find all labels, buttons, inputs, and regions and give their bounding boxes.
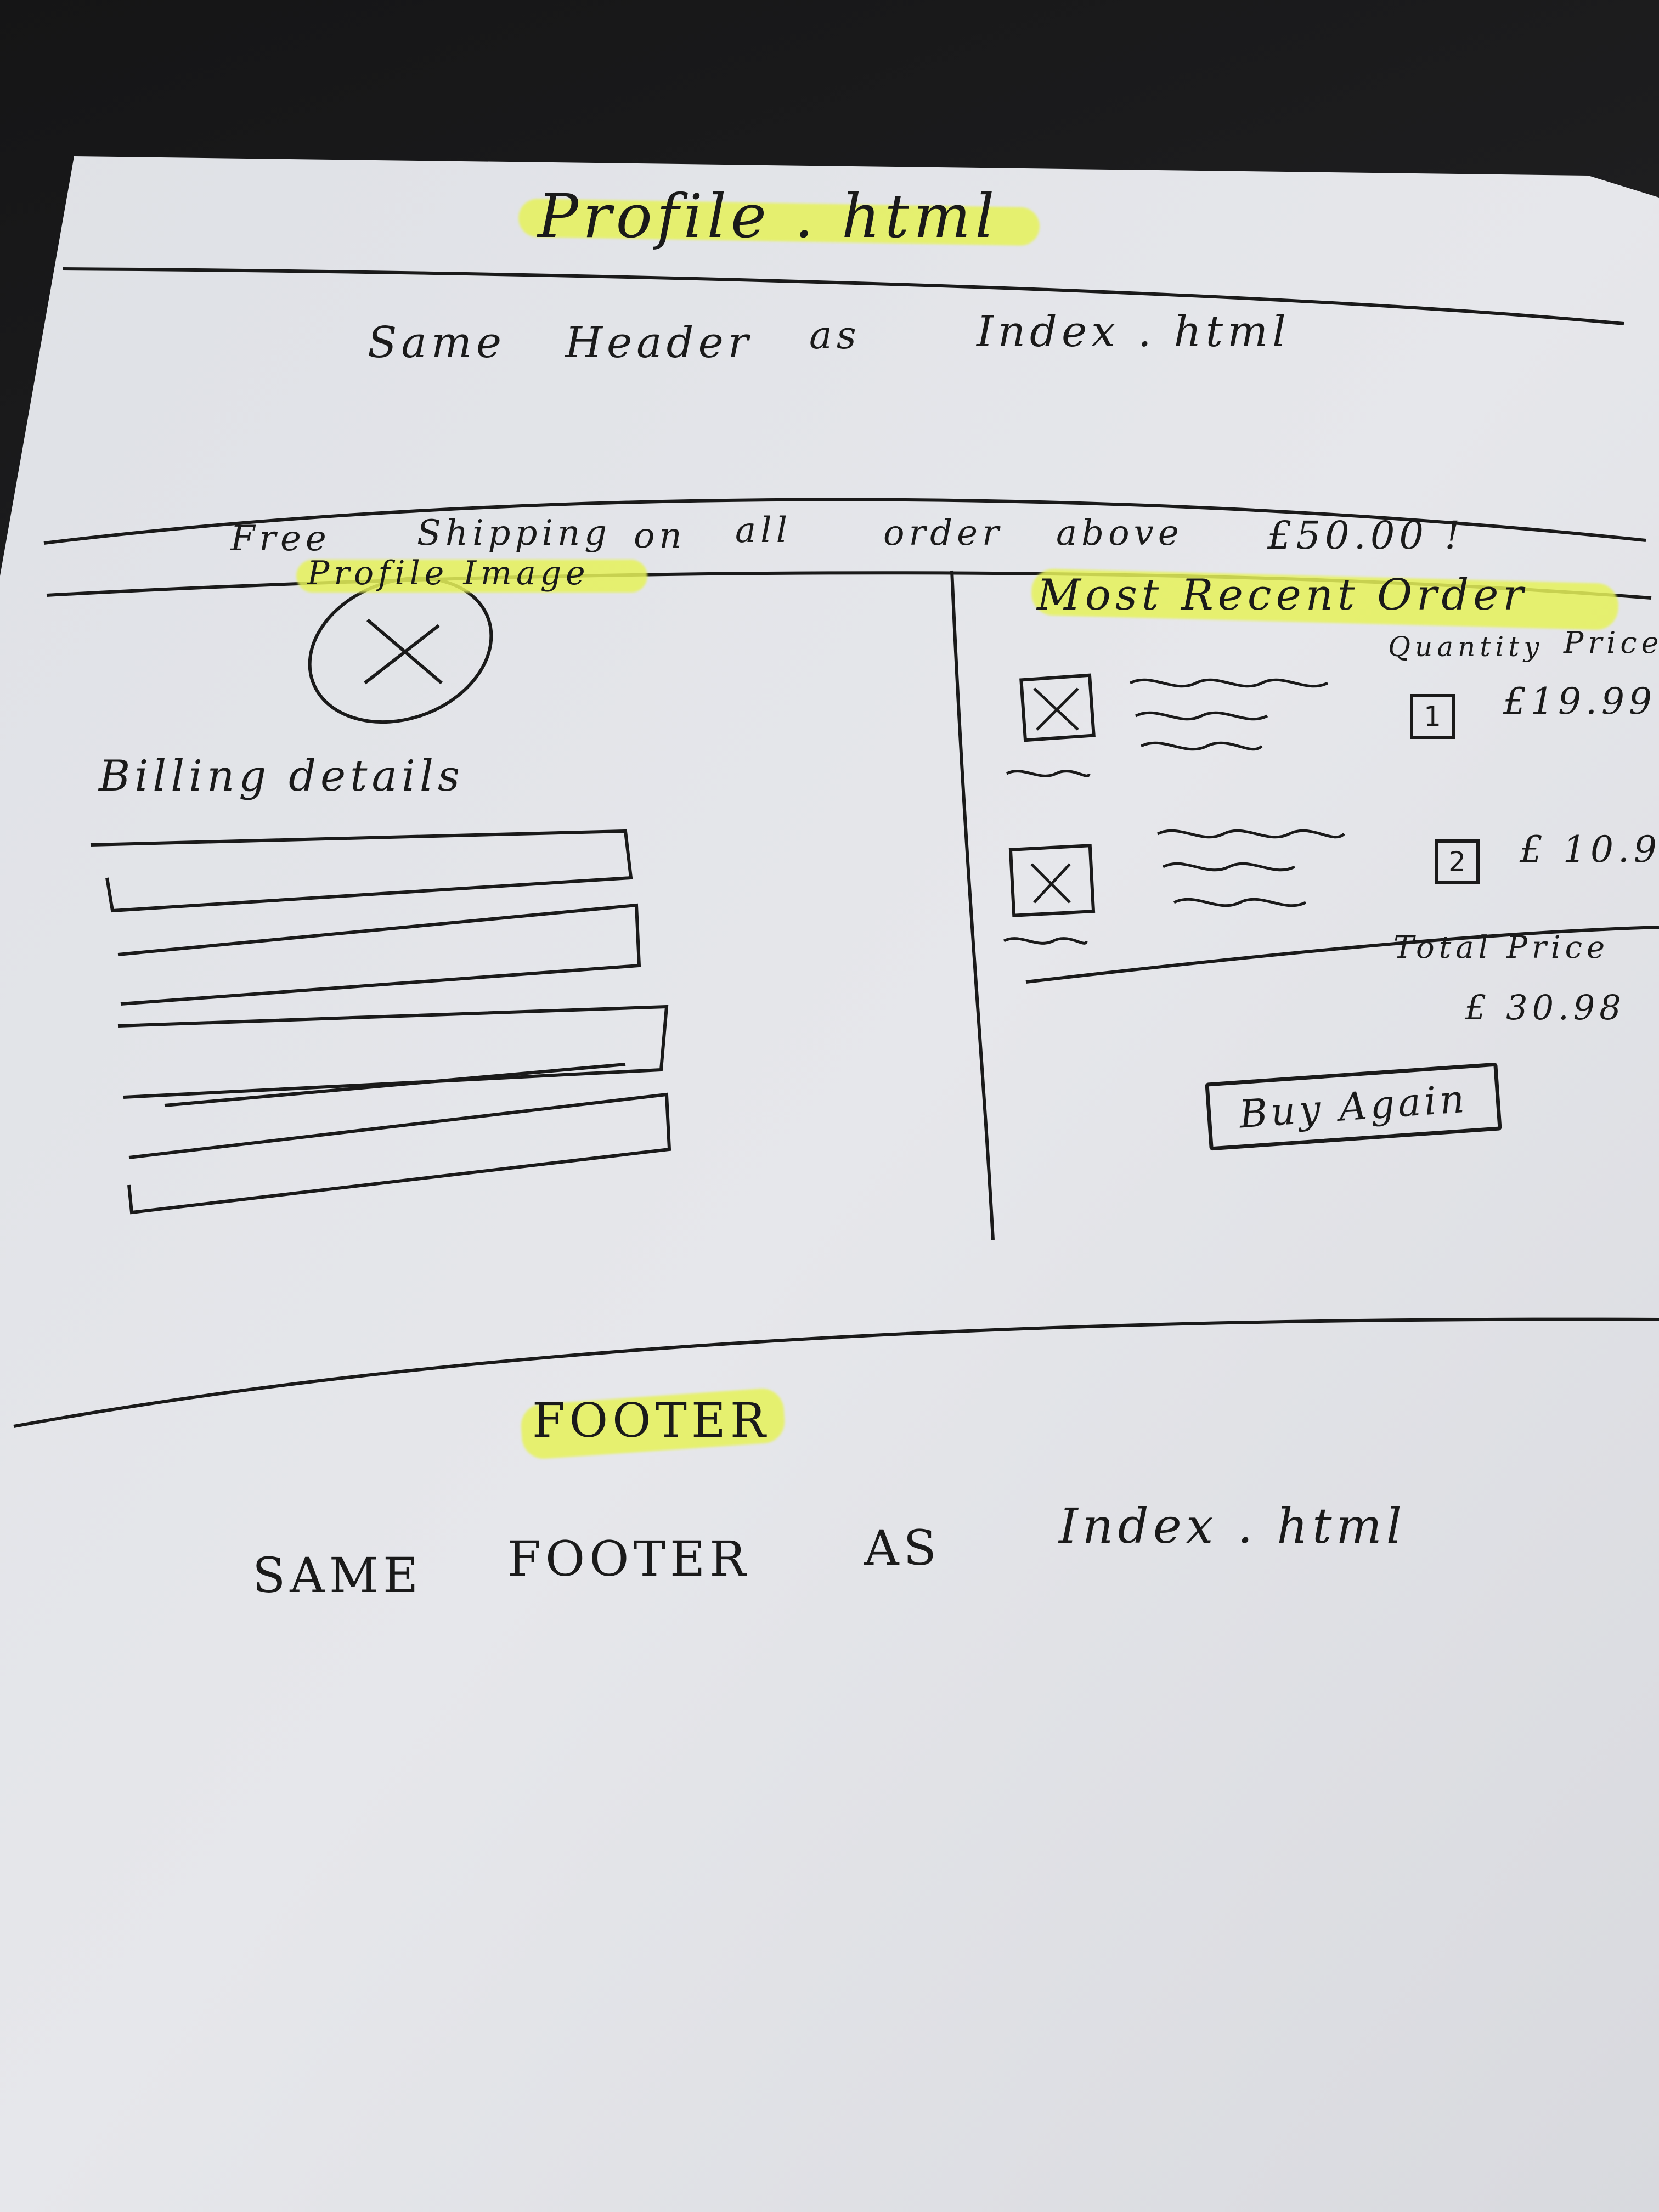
price-column-label: Price [1564, 625, 1659, 660]
total-price-value: £ 30.98 [1465, 988, 1626, 1028]
footer-note-word-4: Index . html [1059, 1498, 1407, 1554]
header-note-word-1: Same [368, 318, 506, 368]
order-item-2-thumbnail [1008, 844, 1096, 917]
footer-note-word-1: SAME [252, 1547, 423, 1604]
billing-details-label: Billing details [99, 752, 464, 801]
footer-divider [13, 1317, 1659, 1428]
banner-word-1: Free [230, 518, 331, 559]
billing-fields [90, 829, 672, 1215]
column-divider [950, 570, 995, 1240]
order-item-1-thumbnail [1019, 673, 1096, 742]
banner-word-5: order [883, 513, 1003, 554]
header-note-word-4: Index . html [977, 307, 1290, 357]
order-total-divider [1025, 926, 1659, 984]
order-item-2-price: £ 10.99 [1520, 828, 1659, 871]
footer-title: FOOTER [532, 1393, 770, 1448]
footer-note-word-2: FOOTER [507, 1531, 751, 1587]
header-note-word-2: Header [565, 318, 753, 368]
quantity-column-label: Quantity [1388, 631, 1544, 663]
header-top-line [63, 267, 1624, 325]
order-item-1-price: £19.99 [1503, 680, 1656, 723]
footer-note-word-3: AS [864, 1520, 941, 1576]
profile-image-label: Profile Image [307, 554, 590, 592]
banner-top-line [43, 498, 1646, 545]
banner-word-4: all [735, 510, 792, 551]
recent-order-heading: Most Recent Order [1037, 571, 1528, 620]
banner-word-3: on [634, 516, 686, 556]
order-item-2-quantity[interactable]: 2 [1435, 839, 1480, 884]
page-title: Profile . html [538, 181, 999, 251]
header-note-word-3: as [809, 313, 861, 358]
profile-image-highlight [296, 560, 647, 592]
banner-word-7: £50.00 ! [1267, 513, 1465, 558]
banner-word-2: Shipping [417, 513, 612, 554]
total-price-label: Total Price [1393, 930, 1610, 966]
paper-sheet [0, 156, 1659, 2212]
order-item-1-quantity[interactable]: 1 [1410, 694, 1455, 739]
banner-word-6: above [1056, 513, 1183, 554]
